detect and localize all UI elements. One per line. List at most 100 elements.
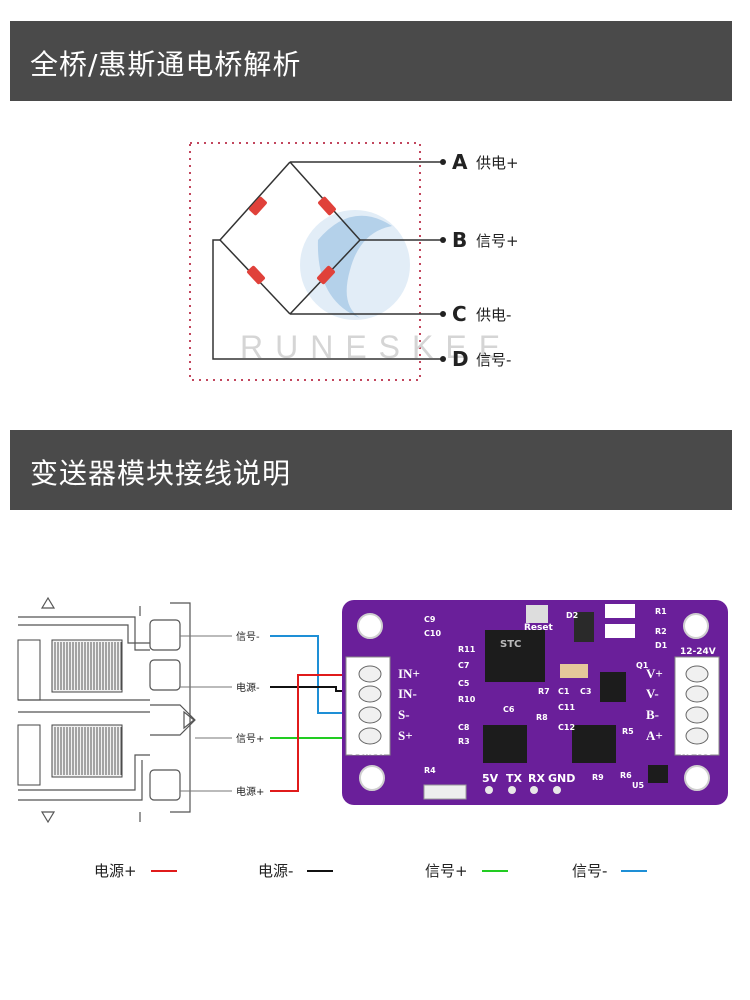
pin-pad bbox=[530, 786, 538, 794]
strain-gauge-icon bbox=[18, 596, 196, 824]
terminal-d-letter: D bbox=[452, 347, 469, 371]
legend-signal-plus: 信号+ bbox=[425, 860, 508, 881]
gauge-hatch bbox=[54, 642, 122, 775]
component-label: C12 bbox=[558, 723, 575, 732]
component-label: R6 bbox=[620, 771, 632, 780]
bottom-pin-5v: 5V bbox=[482, 772, 499, 785]
bridge-terminals: A 供电+ B 信号+ C 供电- D 信号- bbox=[440, 150, 519, 371]
output-terminal-screws bbox=[685, 665, 709, 745]
component-label: C11 bbox=[558, 703, 575, 712]
wire-power-minus bbox=[270, 686, 352, 692]
section-title-wiring: 变送器模块接线说明 bbox=[30, 457, 292, 490]
resistor-icon bbox=[247, 265, 265, 285]
bottom-pin-gnd: GND bbox=[548, 772, 575, 785]
section-title-bridge: 全桥/惠斯通电桥解析 bbox=[30, 48, 302, 81]
pin-pad bbox=[553, 786, 561, 794]
gauge-leaders bbox=[180, 635, 232, 792]
output-label: RS485 bbox=[680, 748, 712, 758]
component-label: C10 bbox=[424, 629, 441, 638]
legend-label: 电源- bbox=[258, 862, 294, 880]
reset-button-icon bbox=[526, 605, 548, 623]
terminal-c-letter: C bbox=[452, 302, 467, 326]
component-label: R8 bbox=[536, 713, 548, 722]
component-label: D2 bbox=[566, 611, 578, 620]
legend-signal-minus: 信号- bbox=[572, 860, 648, 881]
resistor-r1-icon bbox=[605, 604, 635, 618]
component-label: R4 bbox=[424, 766, 436, 775]
component-label: R7 bbox=[538, 687, 550, 696]
output-pin-a-plus: A+ bbox=[646, 728, 663, 743]
pcb-board bbox=[342, 600, 728, 805]
output-pin-v-plus: V+ bbox=[646, 666, 663, 681]
wire-label-signal-plus: 信号+ bbox=[236, 733, 264, 745]
legend-swatch bbox=[307, 869, 334, 872]
resistor-icon bbox=[318, 196, 336, 216]
legend-label: 信号- bbox=[572, 862, 608, 880]
section-banner-bridge: 全桥/惠斯通电桥解析 bbox=[10, 21, 732, 101]
adc-chip-icon bbox=[483, 725, 527, 763]
legend-power-plus: 电源+ bbox=[94, 860, 177, 881]
output-pin-v-minus: V- bbox=[646, 686, 659, 701]
led-icon bbox=[423, 784, 467, 800]
wire-label-power-minus: 电源- bbox=[236, 681, 260, 694]
resistor-icon bbox=[317, 265, 335, 285]
sensor-pin-s-minus: S- bbox=[398, 707, 410, 722]
pin-pad bbox=[508, 786, 516, 794]
diode-icon bbox=[574, 612, 594, 642]
component-label: R1 bbox=[655, 607, 667, 616]
legend-swatch bbox=[150, 869, 177, 872]
bottom-pins bbox=[485, 786, 561, 794]
wire-label-signal-minus: 信号- bbox=[236, 631, 260, 643]
bridge-resistors bbox=[247, 196, 336, 285]
chips: STC bbox=[423, 604, 668, 800]
component-label: R9 bbox=[592, 773, 604, 782]
terminal-c-label: 供电- bbox=[476, 306, 511, 324]
legend-swatch bbox=[621, 869, 648, 872]
component-label: D1 bbox=[655, 641, 668, 650]
legend-label: 信号+ bbox=[425, 862, 468, 880]
component-label: C3 bbox=[580, 687, 591, 696]
legend-power-minus: 电源- bbox=[258, 860, 334, 881]
component-label: C8 bbox=[458, 723, 470, 732]
bottom-pin-rx: RX bbox=[528, 772, 545, 785]
mounting-holes bbox=[357, 613, 710, 791]
terminal-a-label: 供电+ bbox=[476, 154, 519, 172]
component-label: C5 bbox=[458, 679, 470, 688]
mcu-chip-icon bbox=[485, 630, 545, 682]
sensor-pin-in-minus: IN- bbox=[398, 686, 417, 701]
sensor-terminal-screws bbox=[358, 665, 382, 745]
legend-swatch bbox=[481, 869, 508, 872]
terminal-b-letter: B bbox=[452, 228, 467, 252]
terminal-b-label: 信号+ bbox=[476, 232, 519, 250]
regulator-icon bbox=[600, 672, 626, 702]
component-label: U5 bbox=[632, 781, 644, 790]
component-label: R3 bbox=[458, 737, 470, 746]
bottom-pin-tx: TX bbox=[506, 772, 523, 785]
legend-label: 电源+ bbox=[94, 862, 137, 880]
capacitor-icon bbox=[560, 664, 588, 678]
chip-label: STC bbox=[500, 639, 521, 650]
component-label: C7 bbox=[458, 661, 469, 670]
component-label: R5 bbox=[622, 727, 634, 736]
component-label: R2 bbox=[655, 627, 667, 636]
transistor-icon bbox=[648, 765, 668, 783]
sensor-label: Sensor bbox=[351, 748, 387, 758]
sensor-pin-in-plus: IN+ bbox=[398, 666, 420, 681]
resistor-icon bbox=[249, 196, 267, 216]
pin-pad bbox=[485, 786, 493, 794]
reset-label: Reset bbox=[524, 623, 553, 633]
component-label: Q1 bbox=[636, 661, 649, 670]
dotted-border bbox=[189, 142, 421, 381]
output-voltage-label: 12-24V bbox=[680, 647, 716, 657]
section-banner-wiring: 变送器模块接线说明 bbox=[10, 430, 732, 510]
wire-label-power-plus: 电源+ bbox=[236, 785, 264, 798]
component-label: R11 bbox=[458, 645, 476, 654]
output-pin-b-minus: B- bbox=[646, 707, 659, 722]
terminal-a-letter: A bbox=[452, 150, 468, 174]
sensor-pin-s-plus: S+ bbox=[398, 728, 413, 743]
terminal-d-label: 信号- bbox=[476, 351, 511, 369]
wire-power-plus bbox=[270, 674, 352, 792]
component-label: C6 bbox=[503, 705, 515, 714]
